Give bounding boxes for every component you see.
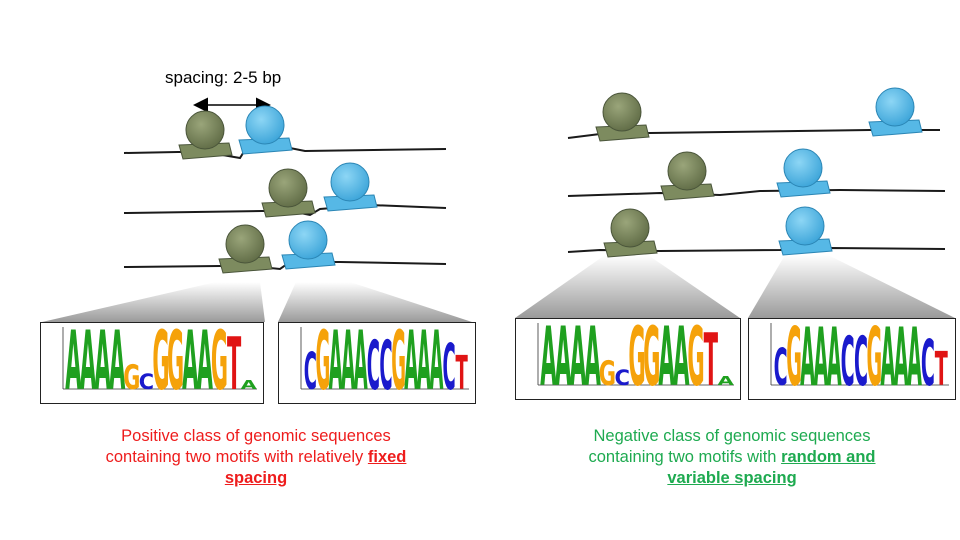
protein-blue [281, 220, 336, 270]
logo-letter: G [123, 358, 140, 398]
positive-caption-spacing: spacing [224, 469, 288, 487]
logo-letter: A [241, 378, 258, 393]
protein-blue [778, 206, 833, 256]
logo-letter: A [429, 323, 443, 403]
logo-letter: A [182, 323, 198, 403]
logo-letter: T [704, 319, 718, 399]
logo-letter: G [628, 319, 645, 399]
logo-letter: A [717, 374, 734, 389]
logo-letter: A [417, 323, 431, 403]
logo-letter: C [139, 369, 154, 394]
logo-letter: C [442, 332, 455, 403]
protein-blue [776, 148, 831, 198]
negative-caption-random: random and [781, 448, 876, 466]
logo-letter: A [894, 319, 909, 399]
logo-letter: G [391, 323, 406, 403]
protein-green [218, 224, 273, 274]
logo-letter: A [673, 319, 689, 399]
positive-caption-fixed: fixed [367, 448, 407, 466]
dna-strand-neg-2 [567, 188, 946, 197]
logo-letter: T [935, 343, 948, 397]
logo-letter: A [197, 323, 213, 403]
zoom-fan-pos-left [42, 282, 265, 322]
logo-letter: G [316, 323, 331, 403]
negative-caption-line1: Negative class of genomic sequences [593, 427, 871, 445]
logo-letter: A [80, 323, 96, 403]
logo-letter: C [304, 344, 317, 403]
logo-letter: A [800, 319, 815, 399]
logo-letter: A [658, 319, 674, 399]
protein-green [261, 168, 316, 218]
protein-green [595, 92, 650, 142]
negative-class-caption: Negative class of genomic sequences cont… [532, 426, 932, 489]
logo-letter: G [643, 319, 660, 399]
protein-green [178, 110, 233, 160]
logo-letter: A [827, 319, 842, 399]
logo-letter: T [227, 323, 241, 403]
negative-strands [567, 87, 946, 258]
positive-caption-line1: Positive class of genomic sequences [121, 427, 391, 445]
positive-strands [123, 105, 447, 274]
negative-caption-line2: containing two motifs with [588, 448, 782, 466]
logo-letter: A [555, 319, 571, 399]
logo-letter: G [211, 323, 228, 403]
logo-letter: G [786, 319, 802, 399]
logo-letter: A [329, 323, 343, 403]
positive-caption-line2: containing two motifs with relatively [105, 448, 368, 466]
logo-letter: A [585, 319, 601, 399]
logo-letter: C [841, 322, 855, 399]
spacing-label: spacing: 2-5 bp [165, 68, 282, 87]
logo-letter: A [341, 323, 355, 403]
logo-letter: A [354, 323, 368, 403]
logo-letter: G [167, 323, 184, 403]
protein-blue [238, 105, 293, 155]
logo-letter: A [65, 323, 81, 403]
zoom-fan-neg-left [515, 255, 740, 318]
protein-green [660, 151, 715, 201]
logo-letter: A [109, 323, 125, 403]
logo-letter: G [867, 319, 883, 399]
dna-strand-pos-3 [123, 261, 447, 271]
protein-blue [323, 162, 378, 212]
logo-letter: G [152, 323, 169, 403]
logo-letter: C [854, 322, 868, 399]
logo-letter: C [614, 365, 629, 390]
logo-letter: T [456, 347, 468, 401]
logo-letter: C [774, 339, 788, 399]
zoom-fan-pos-right [278, 282, 472, 322]
logo-letter: A [404, 323, 418, 403]
logo-letter: A [813, 319, 828, 399]
protein-blue [868, 87, 923, 137]
logo-letter: C [921, 327, 935, 399]
logo-letter: A [880, 319, 895, 399]
logo-letter: A [94, 323, 110, 403]
protein-green [603, 208, 658, 258]
logo-letter: A [540, 319, 556, 399]
logo-letter: A [570, 319, 586, 399]
logo-letter: C [367, 326, 380, 403]
logo-letter: G [687, 319, 704, 399]
dna-strand-neg-3 [567, 246, 946, 253]
zoom-fan-neg-right [748, 255, 955, 318]
positive-class-caption: Positive class of genomic sequences cont… [56, 426, 456, 489]
negative-caption-variable: variable spacing [667, 469, 797, 487]
logo-letter: C [379, 326, 392, 403]
logo-letter: A [907, 319, 922, 399]
logo-letter: G [599, 354, 616, 394]
